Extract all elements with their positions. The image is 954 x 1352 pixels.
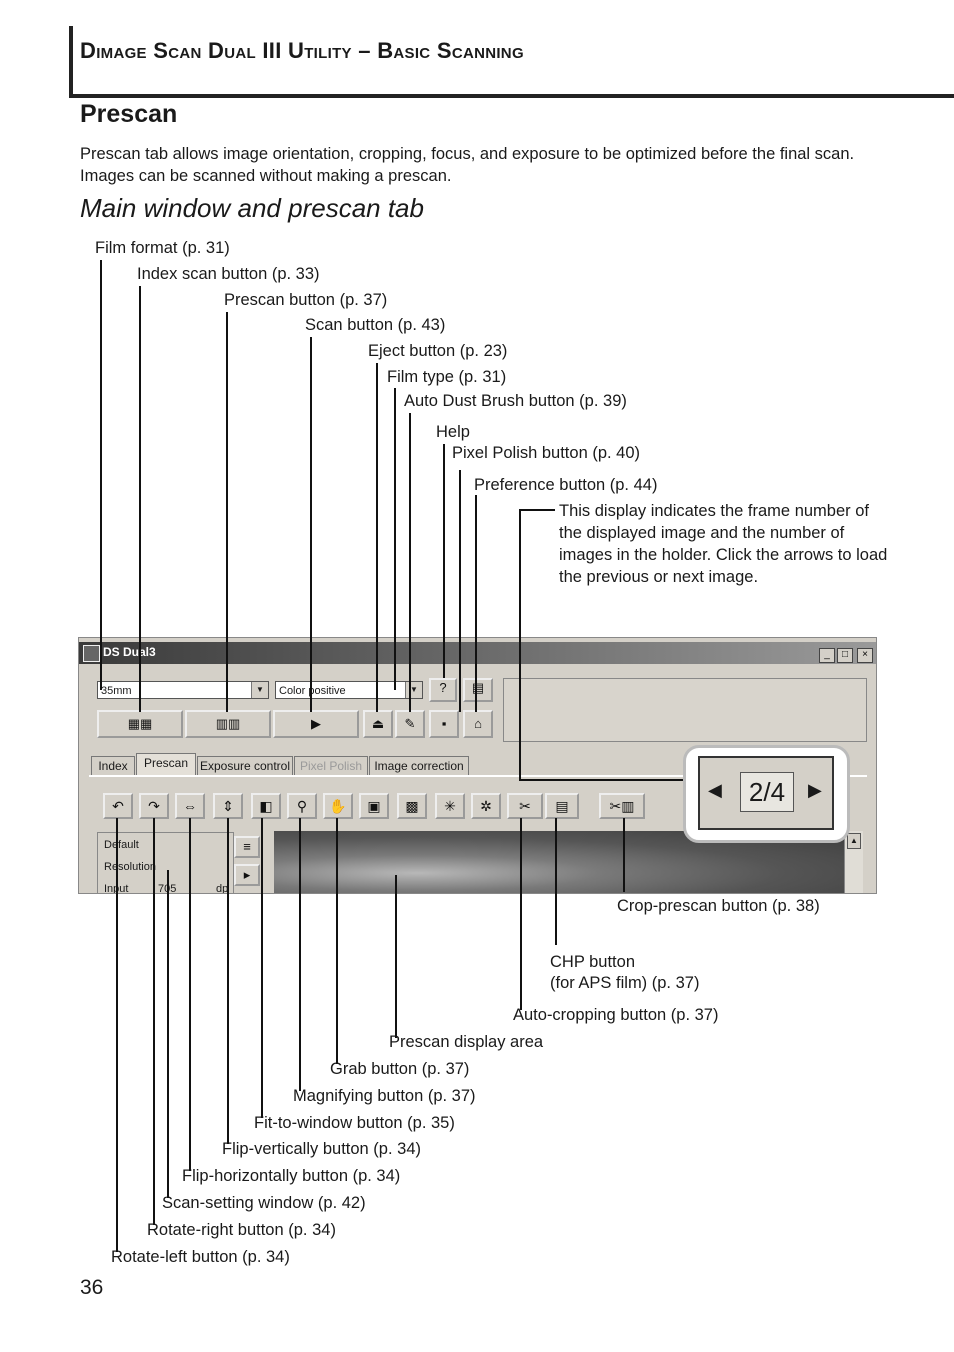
tab-pixel-polish[interactable]: Pixel Polish [294,756,368,775]
previous-frame-icon[interactable]: ◀ [708,780,722,800]
label-auto-cropping: Auto-cropping button (p. 37) [513,1006,719,1024]
label-rotate-left: Rotate-left button (p. 34) [111,1248,290,1266]
chapter-title: Dimage Scan Dual III Utility – Basic Sca… [80,38,524,63]
minimize-icon[interactable]: _ [819,648,835,663]
fit-to-window-icon[interactable]: ◧ [251,793,281,819]
subheading: Main window and prescan tab [80,193,424,223]
close-icon[interactable]: × [857,648,873,663]
next-frame-icon[interactable]: ▶ [808,780,822,800]
header-rule-vertical [69,26,73,96]
setting-list-icon[interactable]: ▸ [234,864,260,886]
chp-icon[interactable]: ▤ [545,793,579,819]
setting-default: Default [104,839,139,851]
section-title: Prescan [80,100,178,128]
preference-button[interactable]: ⌂ [463,710,493,738]
tab-index[interactable]: Index [91,756,135,775]
scan-button[interactable]: ▶ [273,710,359,738]
label-film-type: Film type (p. 31) [387,368,507,386]
setting-unit: dp [216,883,229,894]
label-help: Help [436,423,470,441]
tab-image-correction[interactable]: Image correction [369,756,469,775]
maximize-icon[interactable]: □ [837,648,853,663]
auto-focus-icon[interactable]: ✳ [435,793,465,819]
page-number: 36 [80,1276,104,1299]
label-prescan-display: Prescan display area [389,1033,544,1051]
film-type-value: Color positive [279,685,346,697]
tab-exposure-control[interactable]: Exposure control [197,756,293,775]
tab-baseline [89,775,867,777]
crop-prescan-icon[interactable]: ✂▥ [599,793,645,819]
label-scan-button: Scan button (p. 43) [305,316,446,334]
grab-hand-icon[interactable]: ✋ [323,793,353,819]
label-chp-note: (for APS film) (p. 37) [550,974,700,992]
unlock-icon[interactable]: ▩ [397,793,427,819]
lock-icon[interactable]: ▣ [359,793,389,819]
chevron-down-icon[interactable]: ▼ [251,682,268,698]
label-auto-dust-brush: Auto Dust Brush button (p. 39) [404,392,627,410]
info-panel [503,678,867,742]
label-grab-button: Grab button (p. 37) [330,1060,470,1078]
scroll-up-icon[interactable]: ▲ [847,833,861,849]
window-title: DS Dual3 [103,645,156,659]
tab-prescan[interactable]: Prescan [136,753,196,775]
label-pixel-polish: Pixel Polish button (p. 40) [452,444,641,462]
manual-focus-icon[interactable]: ✲ [471,793,501,819]
label-preference: Preference button (p. 44) [474,476,658,494]
label-eject-button: Eject button (p. 23) [368,342,508,360]
help-button[interactable]: ? [429,678,457,702]
leader-frame-display [519,509,683,781]
label-chp-button: CHP button [550,953,635,971]
frame-number: 2/4 [740,772,794,812]
label-magnifying: Magnifying button (p. 37) [293,1087,476,1105]
film-format-value: 35mm [101,685,132,697]
index-scan-button[interactable]: ▦▦ [97,710,183,738]
frame-display-note: This display indicates the frame number … [559,502,888,586]
label-fit-to-window: Fit-to-window button (p. 35) [254,1114,455,1132]
window-titlebar: DS Dual3 _ □ × [79,642,876,664]
magnifier-icon[interactable]: ⚲ [287,793,317,819]
preference-icon-top[interactable]: ▤ [463,678,493,702]
eject-button[interactable]: ⏏ [363,710,393,738]
auto-crop-icon[interactable]: ✂ [507,793,543,819]
frame-display-callout: ◀ 2/4 ▶ [683,745,850,843]
label-index-scan: Index scan button (p. 33) [137,265,320,283]
frame-counter: ◀ 2/4 ▶ [698,756,834,830]
label-scan-setting: Scan-setting window (p. 42) [162,1194,366,1212]
intro-paragraph: Prescan tab allows image orientation, cr… [80,145,855,185]
app-icon [83,645,100,662]
label-rotate-right: Rotate-right button (p. 34) [147,1221,336,1239]
label-prescan-button: Prescan button (p. 37) [224,291,388,309]
setting-menu-icon[interactable]: ≡ [234,836,260,858]
label-crop-prescan: Crop-prescan button (p. 38) [617,897,820,915]
header-rule-horizontal [69,94,954,98]
label-film-format: Film format (p. 31) [95,239,230,257]
pixel-polish-button[interactable]: ▪ [429,710,459,738]
flip-horizontal-icon[interactable]: ⇔ [175,793,205,819]
label-flip-horizontally: Flip-horizontally button (p. 34) [182,1167,401,1185]
label-flip-vertically: Flip-vertically button (p. 34) [222,1140,421,1158]
vertical-scrollbar[interactable]: ▲ [844,831,863,893]
